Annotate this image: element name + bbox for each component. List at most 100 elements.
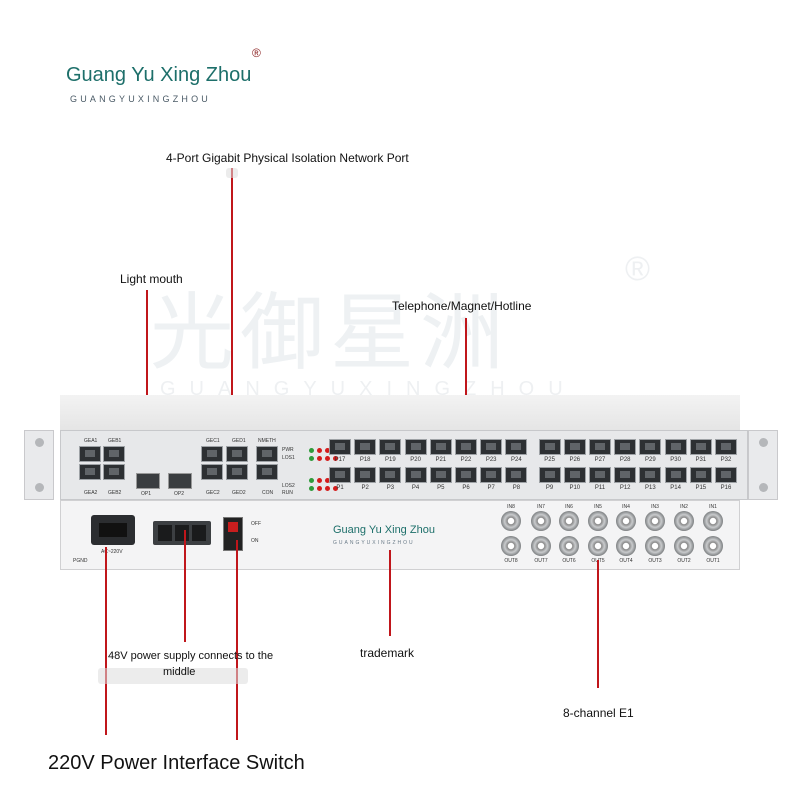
- bnc-connector-out8[interactable]: [501, 536, 521, 556]
- telephone-port-p29[interactable]: [639, 439, 662, 455]
- telephone-port-p19[interactable]: [379, 439, 402, 455]
- telephone-port-p5[interactable]: [429, 467, 452, 483]
- bnc-connector-out1[interactable]: [703, 536, 723, 556]
- ethernet-port-gea2[interactable]: [79, 464, 101, 480]
- telephone-port-p17[interactable]: [329, 439, 351, 455]
- front-panel: GEA1 GEB1 GEA2 GEB2 OP1 OP2 GEC1 GED1 NM…: [60, 430, 748, 500]
- dc-48v-terminal[interactable]: [153, 521, 211, 545]
- port-label-geb2: GEB2: [108, 490, 122, 496]
- bnc-connector-in7[interactable]: [531, 511, 551, 531]
- port-label-op1: OP1: [141, 491, 152, 497]
- ethernet-port-gec2[interactable]: [201, 464, 223, 480]
- telephone-port-p16[interactable]: [715, 467, 737, 483]
- sfp-port-op1[interactable]: [136, 473, 160, 489]
- telephone-port-p28[interactable]: [614, 439, 637, 455]
- port-number-label: P28: [619, 457, 631, 463]
- ethernet-port-gea1[interactable]: [79, 446, 101, 462]
- port-number-label: P19: [385, 457, 396, 463]
- bnc-connector-in1[interactable]: [703, 511, 723, 531]
- status-led: [325, 478, 330, 483]
- e1-in-label: IN6: [565, 504, 573, 510]
- bnc-connector-in6[interactable]: [559, 511, 579, 531]
- telephone-port-p30[interactable]: [664, 439, 687, 455]
- telephone-port-p12[interactable]: [614, 467, 637, 483]
- port-number-label: P12: [619, 485, 631, 491]
- led-label-los1: LOS1: [282, 455, 295, 461]
- port-number-label: P22: [460, 457, 472, 463]
- telephone-port-p4[interactable]: [404, 467, 427, 483]
- telephone-port-p14[interactable]: [664, 467, 687, 483]
- ethernet-port-gec1[interactable]: [201, 446, 223, 462]
- port-label-ged2: GED2: [232, 490, 246, 496]
- label-backdrop: [98, 668, 248, 684]
- callout-line-switch: [236, 540, 238, 740]
- telephone-port-p1[interactable]: [329, 467, 351, 483]
- telephone-port-p11[interactable]: [589, 467, 611, 483]
- telephone-port-p24[interactable]: [505, 439, 528, 455]
- status-led: [317, 456, 322, 461]
- bnc-connector-in5[interactable]: [588, 511, 608, 531]
- bnc-connector-out4[interactable]: [616, 536, 636, 556]
- rear-trademark-name: Guang Yu Xing Zhou: [333, 524, 435, 536]
- telephone-port-p3[interactable]: [379, 467, 402, 483]
- port-number-label: P20: [410, 457, 421, 463]
- led-label-run: RUN: [282, 490, 293, 496]
- label-48v-line1: 48V power supply connects to the: [108, 650, 274, 662]
- bnc-connector-out2[interactable]: [674, 536, 694, 556]
- telephone-port-p32[interactable]: [715, 439, 737, 455]
- telephone-port-p15[interactable]: [689, 467, 712, 483]
- ethernet-port-ged2[interactable]: [226, 464, 248, 480]
- port-label-ged1: GED1: [232, 438, 246, 444]
- callout-line-light-mouth: [146, 290, 148, 482]
- telephone-port-p9[interactable]: [538, 467, 561, 483]
- watermark-chinese: 光御星洲: [150, 284, 511, 382]
- telephone-port-p10[interactable]: [563, 467, 586, 483]
- bnc-connector-out7[interactable]: [531, 536, 551, 556]
- port-number-label: P2: [361, 485, 369, 491]
- status-led: [317, 448, 322, 453]
- e1-in-label: IN5: [594, 504, 602, 510]
- telephone-port-p23[interactable]: [480, 439, 503, 455]
- bnc-connector-in4[interactable]: [616, 511, 636, 531]
- telephone-port-p6[interactable]: [455, 467, 477, 483]
- brand-logo-subtitle: GUANGYUXINGZHOU: [70, 94, 212, 104]
- telephone-port-p18[interactable]: [354, 439, 377, 455]
- telephone-port-p2[interactable]: [354, 467, 377, 483]
- telephone-port-p21[interactable]: [429, 439, 452, 455]
- bnc-connector-in2[interactable]: [674, 511, 694, 531]
- telephone-port-p31[interactable]: [689, 439, 712, 455]
- ethernet-port-geb2[interactable]: [103, 464, 125, 480]
- ac-power-socket[interactable]: [91, 515, 135, 545]
- ethernet-port-nmeth[interactable]: [256, 446, 278, 462]
- console-port[interactable]: [256, 464, 278, 480]
- bnc-connector-out3[interactable]: [645, 536, 665, 556]
- label-switch-off: OFF: [251, 521, 261, 527]
- label-telephone: Telephone/Magnet/Hotline: [392, 299, 532, 313]
- telephone-port-p20[interactable]: [404, 439, 427, 455]
- sfp-port-op2[interactable]: [168, 473, 192, 489]
- ethernet-port-ged1[interactable]: [226, 446, 248, 462]
- status-led: [317, 478, 322, 483]
- e1-out-label: OUT6: [562, 558, 576, 564]
- telephone-port-p7[interactable]: [480, 467, 503, 483]
- bnc-connector-out5[interactable]: [588, 536, 608, 556]
- bnc-connector-in3[interactable]: [645, 511, 665, 531]
- watermark-subtitle: GUANGYUXINGZHOU: [160, 378, 577, 400]
- bnc-connector-in8[interactable]: [501, 511, 521, 531]
- bnc-connector-out6[interactable]: [559, 536, 579, 556]
- callout-line-trademark: [389, 550, 391, 636]
- telephone-port-p27[interactable]: [589, 439, 611, 455]
- power-switch[interactable]: [223, 517, 243, 551]
- telephone-port-p22[interactable]: [455, 439, 477, 455]
- e1-out-label: OUT3: [648, 558, 662, 564]
- telephone-port-p25[interactable]: [538, 439, 561, 455]
- telephone-port-p8[interactable]: [505, 467, 528, 483]
- telephone-port-p26[interactable]: [563, 439, 586, 455]
- registered-mark: ®: [252, 46, 261, 60]
- port-number-label: P6: [462, 485, 470, 491]
- ethernet-port-geb1[interactable]: [103, 446, 125, 462]
- telephone-port-p13[interactable]: [639, 467, 662, 483]
- port-number-label: P31: [695, 457, 707, 463]
- watermark-registered: ®: [625, 250, 651, 288]
